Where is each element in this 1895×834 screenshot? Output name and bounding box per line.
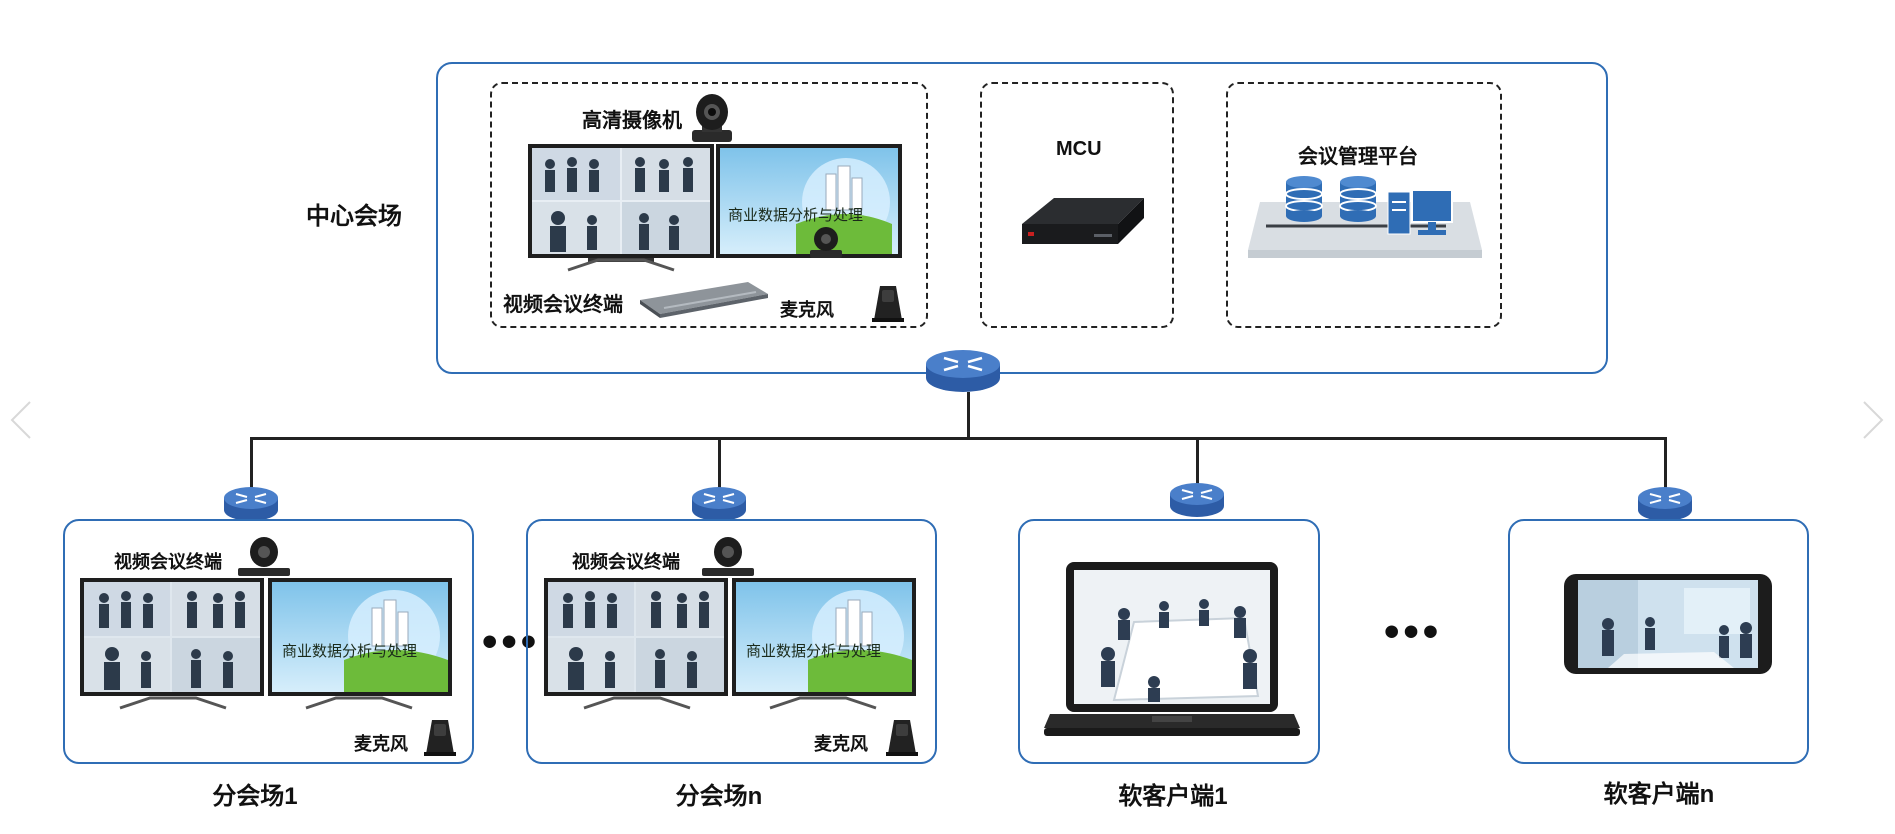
branch-n-mic-label: 麦克风 <box>814 734 868 754</box>
router-icon <box>924 346 1002 396</box>
camera-label: 高清摄像机 <box>582 110 682 132</box>
center-site-label: 中心会场 <box>306 203 402 230</box>
laptop-icon <box>1044 562 1300 738</box>
trunk-line <box>967 392 970 438</box>
drop-line-2 <box>718 437 721 489</box>
mcu-group <box>980 82 1174 328</box>
phone-icon <box>1564 574 1772 674</box>
branch-1-screen-text: 商业数据分析与处理 <box>282 643 418 660</box>
nav-right-icon[interactable] <box>1860 400 1886 440</box>
branch-site-1-box <box>63 519 474 764</box>
center-mic-label: 麦克风 <box>780 300 834 320</box>
branch-1-mic-label: 麦克风 <box>354 734 408 754</box>
microphone-icon <box>872 282 904 322</box>
soft-client-n-caption: 软客户端n <box>1603 781 1715 808</box>
mcu-label: MCU <box>1056 138 1102 160</box>
center-monitor-right <box>716 144 902 272</box>
platform-illustration <box>1246 170 1482 262</box>
camera-icon <box>806 226 846 260</box>
soft-client-1-caption: 软客户端1 <box>1118 783 1228 810</box>
router-icon <box>690 484 748 524</box>
drop-line-4 <box>1664 437 1667 489</box>
camera-icon <box>236 536 292 578</box>
center-screen-text: 商业数据分析与处理 <box>728 207 864 224</box>
microphone-icon <box>424 716 456 756</box>
camera-icon <box>700 536 756 578</box>
branch-1-terminal-label: 视频会议终端 <box>114 552 222 572</box>
router-icon <box>1636 484 1694 524</box>
database-icon <box>1285 176 1323 222</box>
terminal-box-icon <box>636 278 772 320</box>
platform-group <box>1226 82 1502 328</box>
camera-icon <box>688 90 736 146</box>
server-icon <box>1387 191 1411 235</box>
branch-1-caption: 分会场1 <box>212 783 298 810</box>
center-site-box <box>436 62 1608 374</box>
branch-1-monitors <box>80 578 454 710</box>
branch-n-caption: 分会场n <box>675 783 763 810</box>
center-terminal-label: 视频会议终端 <box>503 294 623 316</box>
branch-n-terminal-label: 视频会议终端 <box>572 552 680 572</box>
soft-client-n-box <box>1508 519 1809 764</box>
branch-n-monitors <box>544 578 918 710</box>
monitor-icon <box>1411 189 1453 235</box>
center-monitor-left <box>528 144 714 272</box>
branch-site-n-box <box>526 519 937 764</box>
router-icon <box>222 484 280 524</box>
bus-line <box>250 437 1666 440</box>
mcu-device-icon <box>1018 196 1148 252</box>
drop-line-3 <box>1196 437 1199 489</box>
router-icon <box>1168 480 1226 520</box>
terminal-group <box>490 82 928 328</box>
nav-left-icon[interactable] <box>8 400 34 440</box>
platform-label: 会议管理平台 <box>1298 146 1418 168</box>
soft-client-1-box <box>1018 519 1320 764</box>
microphone-icon <box>886 716 918 756</box>
client-ellipsis: ••• <box>1384 607 1443 656</box>
branch-n-screen-text: 商业数据分析与处理 <box>746 643 882 660</box>
database-icon <box>1339 176 1377 222</box>
drop-line-1 <box>250 437 253 489</box>
